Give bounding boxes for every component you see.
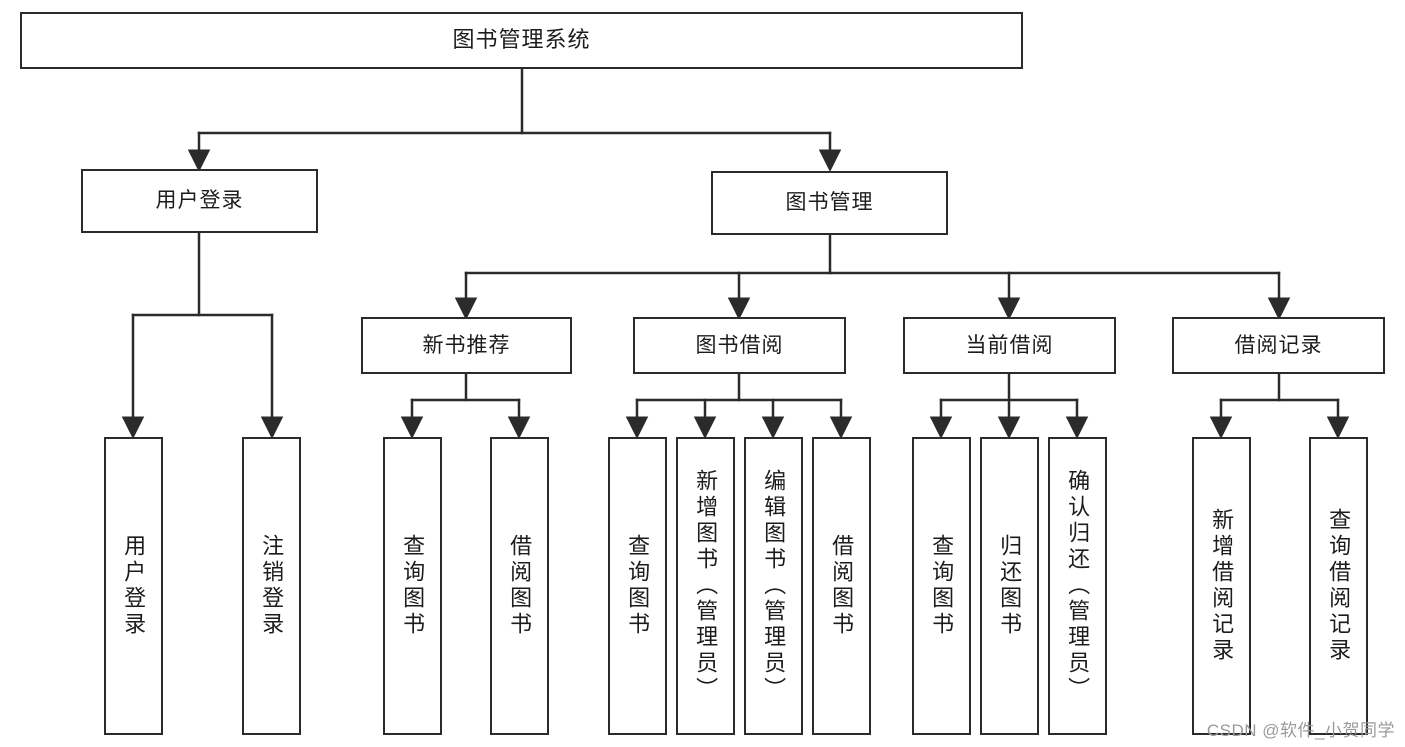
- node-root-system[interactable]: 图书管理系统: [20, 12, 1023, 69]
- node-label: 借阅图书: [507, 534, 533, 638]
- leaf-current-borrow-return[interactable]: 归还图书: [980, 437, 1039, 735]
- node-borrow-record[interactable]: 借阅记录: [1172, 317, 1385, 374]
- leaf-book-borrow-edit[interactable]: 编辑图书（管理员）: [744, 437, 803, 735]
- node-label: 图书管理系统: [452, 27, 591, 53]
- node-label: 查询图书: [929, 534, 955, 638]
- node-new-book-recommend[interactable]: 新书推荐: [361, 317, 572, 374]
- leaf-book-borrow-add[interactable]: 新增图书（管理员）: [676, 437, 735, 735]
- node-label: 当前借阅: [965, 333, 1054, 357]
- leaf-borrow-record-add[interactable]: 新增借阅记录: [1192, 437, 1251, 735]
- node-label: 归还图书: [997, 534, 1023, 638]
- leaf-book-borrow-query[interactable]: 查询图书: [608, 437, 667, 735]
- node-label: 查询图书: [400, 534, 426, 638]
- node-label: 用户登录: [121, 534, 147, 638]
- leaf-borrow-record-query[interactable]: 查询借阅记录: [1309, 437, 1368, 735]
- node-label: 新增图书（管理员）: [693, 469, 719, 703]
- leaf-user-login-logout[interactable]: 注销登录: [242, 437, 301, 735]
- node-label: 图书管理: [785, 191, 874, 215]
- leaf-user-login-login[interactable]: 用户登录: [104, 437, 163, 735]
- node-label: 查询图书: [625, 534, 651, 638]
- node-label: 注销登录: [259, 534, 285, 638]
- node-current-borrow[interactable]: 当前借阅: [903, 317, 1116, 374]
- leaf-book-borrow-borrow[interactable]: 借阅图书: [812, 437, 871, 735]
- node-label: 新增借阅记录: [1209, 508, 1235, 664]
- leaf-current-borrow-confirm-return[interactable]: 确认归还（管理员）: [1048, 437, 1107, 735]
- node-book-management[interactable]: 图书管理: [711, 171, 948, 235]
- node-label: 用户登录: [155, 189, 244, 213]
- node-label: 图书借阅: [695, 333, 784, 357]
- leaf-current-borrow-query[interactable]: 查询图书: [912, 437, 971, 735]
- node-book-borrow[interactable]: 图书借阅: [633, 317, 846, 374]
- node-user-login[interactable]: 用户登录: [81, 169, 318, 233]
- node-label: 确认归还（管理员）: [1065, 469, 1091, 703]
- node-label: 新书推荐: [422, 333, 511, 357]
- node-label: 编辑图书（管理员）: [761, 469, 787, 703]
- node-label: 查询借阅记录: [1326, 508, 1352, 664]
- leaf-new-book-borrow[interactable]: 借阅图书: [490, 437, 549, 735]
- node-label: 借阅图书: [829, 534, 855, 638]
- leaf-new-book-query[interactable]: 查询图书: [383, 437, 442, 735]
- watermark: CSDN @软件_小贺同学: [1206, 721, 1395, 740]
- node-label: 借阅记录: [1234, 333, 1323, 357]
